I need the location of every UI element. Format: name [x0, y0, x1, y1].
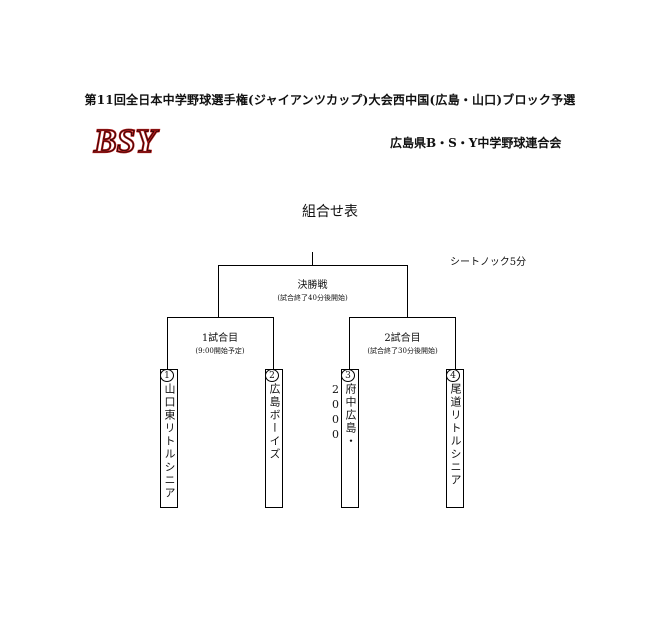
seed-badge: 4: [446, 369, 460, 382]
game2-bar: [349, 317, 456, 318]
team-slot-2: 2 広島ボーイズ: [265, 369, 283, 508]
team-slot-3: 3 府中広島・2000: [329, 369, 359, 508]
team-name: 尾道リトルシニア: [449, 383, 462, 487]
game1-left-drop: [167, 317, 168, 369]
team-name: 府中広島・2000: [329, 383, 357, 448]
final-label-block: 決勝戦 (試合終了40分後開始): [250, 276, 375, 303]
organizer-name: 広島県B・S・Y中学野球連合会: [390, 136, 562, 150]
team-slot-4: 4 尾道リトルシニア: [446, 369, 464, 508]
bracket-heading: 組合せ表: [302, 204, 358, 220]
game2-label-block: 2試合目 (試合終了30分後開始): [355, 329, 450, 356]
final-right-drop: [407, 265, 408, 318]
team-slot-1: 1 山口東リトルシニア: [160, 369, 178, 508]
document-title: 第11回全日本中学野球選手権(ジャイアンツカップ)大会西中国(広島・山口)ブロッ…: [84, 93, 576, 107]
game1-label-block: 1試合目 (9:00開始予定): [175, 329, 265, 356]
game2-label: 2試合目: [384, 333, 421, 344]
team-name: 広島ボーイズ: [268, 383, 281, 461]
game2-left-drop: [349, 317, 350, 369]
svg-text:BSY: BSY: [93, 123, 160, 160]
final-left-drop: [218, 265, 219, 318]
seed-badge: 2: [265, 369, 279, 382]
game1-sub: (9:00開始予定): [195, 347, 245, 355]
knock-note: シートノック5分: [450, 257, 527, 268]
game1-bar: [167, 317, 274, 318]
seed-badge: 1: [160, 369, 174, 382]
final-bar: [218, 265, 408, 266]
svg-text:BSY: BSY: [93, 123, 160, 160]
top-stem: [312, 252, 313, 266]
final-sub: (試合終了40分後開始): [277, 294, 348, 302]
final-label: 決勝戦: [297, 280, 328, 291]
game1-right-drop: [273, 317, 274, 369]
game2-right-drop: [455, 317, 456, 369]
game2-sub: (試合終了30分後開始): [367, 347, 438, 355]
bsy-logo: BSY BSY: [92, 120, 164, 166]
team-name: 山口東リトルシニア: [163, 383, 176, 500]
seed-badge: 3: [341, 369, 355, 382]
game1-label: 1試合目: [201, 333, 239, 344]
